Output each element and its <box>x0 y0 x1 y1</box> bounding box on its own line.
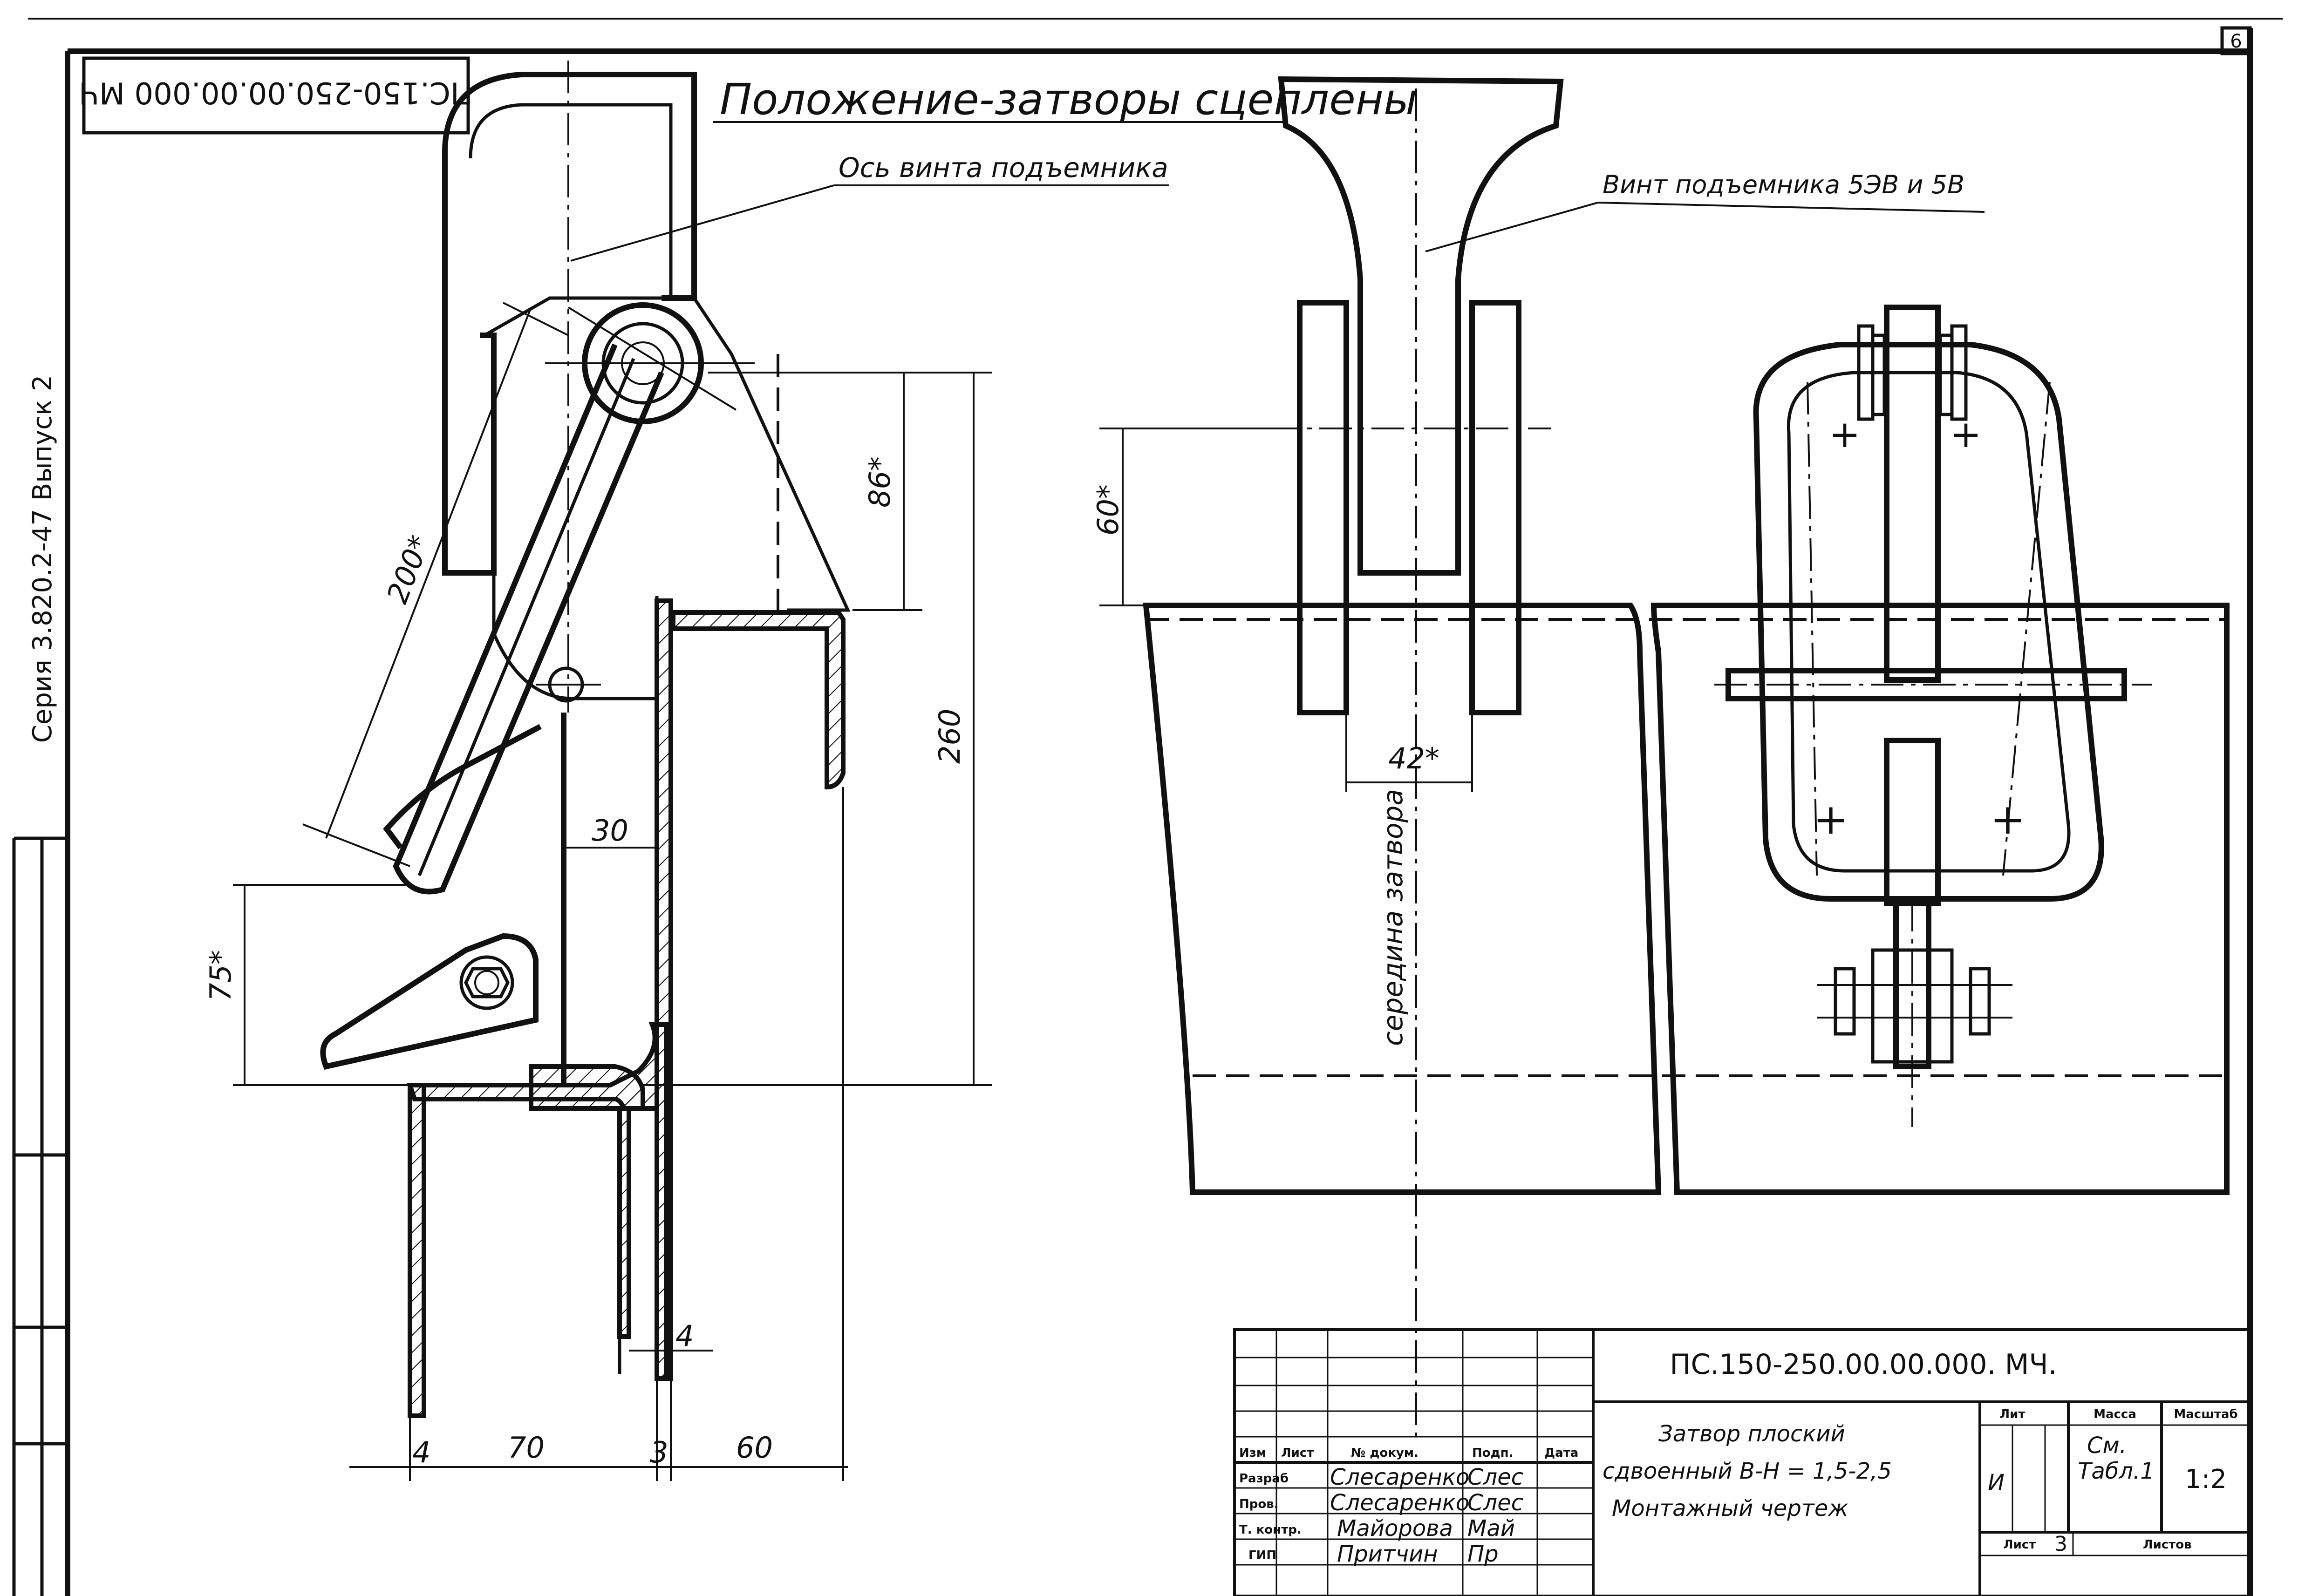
scale-label: Масштаб <box>2174 1407 2237 1421</box>
row-name-1: Слесаренко <box>1330 1490 1469 1516</box>
hdr-izm: Изм <box>1239 1446 1266 1460</box>
series-label: Серия 3.820.2-47 Выпуск 2 <box>27 375 58 743</box>
dim-60-right: 60* <box>1091 484 1125 536</box>
dim-60-bottom: 60 <box>736 1431 773 1465</box>
row-name-0: Слесаренко <box>1330 1464 1469 1490</box>
mass-label: Масса <box>2094 1407 2136 1421</box>
row-role-2: Т. контр. <box>1239 1523 1302 1537</box>
dim-200: 200* <box>380 531 437 608</box>
cross-1: + <box>1829 413 1860 456</box>
dim-75: 75* <box>204 950 238 1001</box>
dim-4-right: 4 <box>675 1319 694 1353</box>
row-sign-0: Слес <box>1467 1464 1523 1490</box>
hdr-list: Лист <box>1281 1446 1314 1460</box>
left-heading: Положение-затворы сцеплены <box>720 75 1418 124</box>
cross-3: + <box>1813 795 1848 844</box>
axis-label: Ось винта подъемника <box>839 152 1168 183</box>
mass-value-1: См. <box>2087 1433 2127 1459</box>
row-sign-2: Май <box>1467 1515 1515 1542</box>
page-number: 6 <box>2230 31 2242 52</box>
sheet-value: 3 <box>2054 1532 2067 1556</box>
title-line-2: сдвоенный В-Н = 1,5-2,5 <box>1603 1458 1892 1484</box>
dim-42: 42* <box>1388 741 1439 775</box>
row-role-1: Пров. <box>1239 1497 1279 1511</box>
centre-label: середина затвора <box>1377 789 1409 1046</box>
cross-4: + <box>1990 795 2025 844</box>
sheet-label: Лист <box>2003 1538 2036 1552</box>
dim-70: 70 <box>508 1431 545 1465</box>
row-sign-1: Слес <box>1467 1490 1523 1516</box>
dim-86: 86* <box>863 456 897 508</box>
hdr-sign: Подп. <box>1472 1446 1513 1460</box>
row-name-2: Майорова <box>1337 1515 1453 1542</box>
dim-30: 30 <box>592 814 628 848</box>
dim-4-left: 4 <box>412 1435 430 1469</box>
row-sign-3: Пр <box>1467 1541 1499 1567</box>
row-role-3: ГИП <box>1248 1548 1276 1562</box>
side-stamp-text: ПС.150-250.00.00.000 МЧ <box>79 75 473 109</box>
side-stamp: ПС.150-250.00.00.000 МЧ <box>79 56 473 135</box>
scale-value: 1:2 <box>2185 1464 2227 1494</box>
title-line-3: Монтажный чертеж <box>1612 1495 1848 1521</box>
dim-3: 3 <box>650 1435 668 1469</box>
mass-value-2: Табл.1 <box>2078 1458 2155 1484</box>
row-name-3: Притчин <box>1337 1541 1438 1567</box>
lit-label: Лит <box>2000 1407 2026 1421</box>
dim-260: 260 <box>933 709 967 764</box>
cross-2: + <box>1950 413 1981 456</box>
left-view: Положение-затворы сцеплены Ось винта под… <box>204 61 1418 1481</box>
sheets-label: Листов <box>2143 1538 2192 1552</box>
doc-code: ПС.150-250.00.00.000. МЧ. <box>1670 1348 2057 1381</box>
right-view: Винт подъемника 5ЭВ и 5В 60* 42* середин… <box>1091 76 2230 1444</box>
screw-label: Винт подъемника 5ЭВ и 5В <box>1603 170 1964 199</box>
title-block: Изм Лист № докум. Подп. Дата Разраб Слес… <box>1233 1328 2251 1596</box>
row-role-0: Разраб <box>1239 1472 1289 1486</box>
lit-value: И <box>1988 1470 2005 1496</box>
hdr-doc: № докум. <box>1351 1446 1419 1460</box>
title-line-1: Затвор плоский <box>1658 1421 1845 1447</box>
hdr-date: Дата <box>1544 1446 1578 1460</box>
